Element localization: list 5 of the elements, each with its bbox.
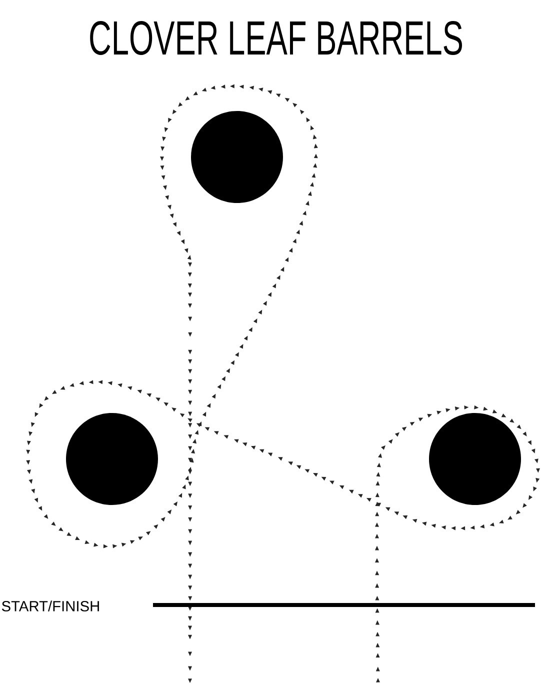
start-finish-label: START/FINISH [2, 600, 99, 612]
barrel [429, 413, 521, 505]
title: CLOVER LEAF BARRELS [90, 21, 462, 55]
barrel [66, 413, 158, 505]
barrel [191, 111, 283, 203]
